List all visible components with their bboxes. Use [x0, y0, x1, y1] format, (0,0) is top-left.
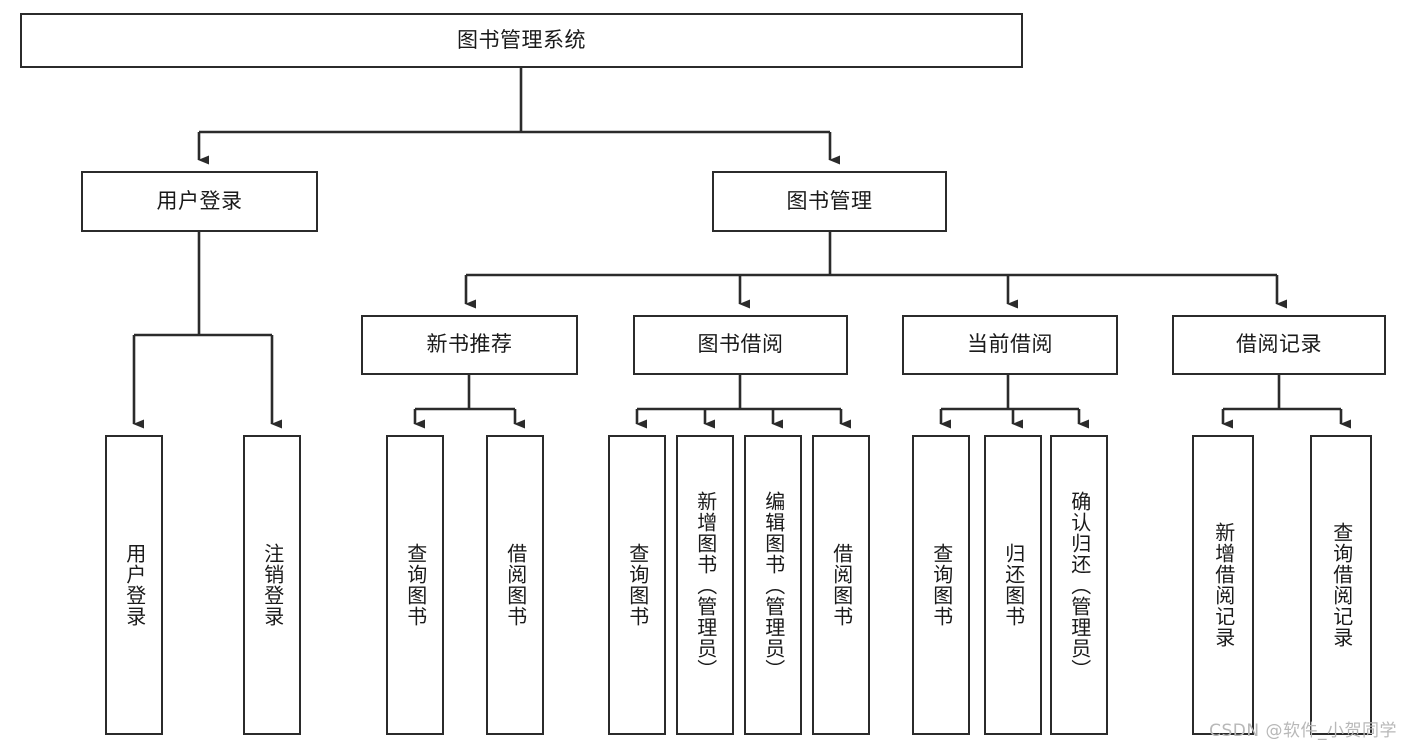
connector-currentborrow-to-leaves: [939, 375, 1089, 429]
connector-root-to-level2: [197, 68, 840, 165]
node-leaf-cur-query[interactable]: 查询图书: [912, 435, 970, 735]
connector-bookmanage-to-level3: [464, 232, 1287, 309]
node-leaf-user-login-label: 用户登录: [122, 543, 147, 627]
node-leaf-rec-search[interactable]: 查询借阅记录: [1310, 435, 1372, 735]
node-book-borrow-label: 图书借阅: [697, 332, 784, 357]
node-leaf-rec-add-label: 新增借阅记录: [1211, 522, 1236, 648]
node-borrow-record-label: 借阅记录: [1236, 332, 1322, 357]
node-leaf-borrow-add-label: 新增图书（管理员）: [693, 490, 718, 680]
node-leaf-borrow-edit-label: 编辑图书（管理员）: [761, 490, 786, 680]
node-leaf-rec-search-label: 查询借阅记录: [1329, 522, 1354, 648]
connector-bookborrow-to-leaves: [635, 375, 851, 429]
node-root-label: 图书管理系统: [457, 27, 586, 52]
node-leaf-rec-borrow-label: 借阅图书: [503, 543, 528, 627]
node-leaf-cur-confirm[interactable]: 确认归还（管理员）: [1050, 435, 1108, 735]
node-current-borrow-label: 当前借阅: [967, 332, 1053, 357]
node-user-login-label: 用户登录: [156, 188, 243, 213]
node-leaf-cur-query-label: 查询图书: [929, 543, 954, 627]
node-leaf-rec-query[interactable]: 查询图书: [386, 435, 444, 735]
node-leaf-rec-query-label: 查询图书: [403, 543, 428, 627]
connector-userlogin-to-leaves: [132, 232, 282, 429]
node-new-book-rec[interactable]: 新书推荐: [361, 315, 578, 375]
node-new-book-rec-label: 新书推荐: [426, 332, 513, 357]
node-user-login[interactable]: 用户登录: [81, 171, 318, 232]
node-leaf-borrow-lend-label: 借阅图书: [829, 543, 854, 627]
node-leaf-borrow-query-label: 查询图书: [625, 543, 650, 627]
node-leaf-borrow-add[interactable]: 新增图书（管理员）: [676, 435, 734, 735]
node-leaf-rec-borrow[interactable]: 借阅图书: [486, 435, 544, 735]
node-leaf-user-logout-label: 注销登录: [260, 543, 285, 627]
node-leaf-borrow-lend[interactable]: 借阅图书: [812, 435, 870, 735]
connector-newbookrec-to-leaves: [413, 375, 525, 429]
node-root[interactable]: 图书管理系统: [20, 13, 1023, 68]
node-leaf-cur-return-label: 归还图书: [1001, 543, 1026, 627]
connector-borrowrecord-to-leaves: [1221, 375, 1351, 429]
node-book-manage-label: 图书管理: [786, 188, 873, 213]
node-leaf-borrow-query[interactable]: 查询图书: [608, 435, 666, 735]
node-leaf-borrow-edit[interactable]: 编辑图书（管理员）: [744, 435, 802, 735]
node-leaf-cur-confirm-label: 确认归还（管理员）: [1067, 490, 1092, 680]
node-leaf-rec-add[interactable]: 新增借阅记录: [1192, 435, 1254, 735]
node-leaf-user-login[interactable]: 用户登录: [105, 435, 163, 735]
node-leaf-cur-return[interactable]: 归还图书: [984, 435, 1042, 735]
node-book-borrow[interactable]: 图书借阅: [633, 315, 848, 375]
node-book-manage[interactable]: 图书管理: [712, 171, 947, 232]
node-current-borrow[interactable]: 当前借阅: [902, 315, 1118, 375]
node-leaf-user-logout[interactable]: 注销登录: [243, 435, 301, 735]
node-borrow-record[interactable]: 借阅记录: [1172, 315, 1386, 375]
